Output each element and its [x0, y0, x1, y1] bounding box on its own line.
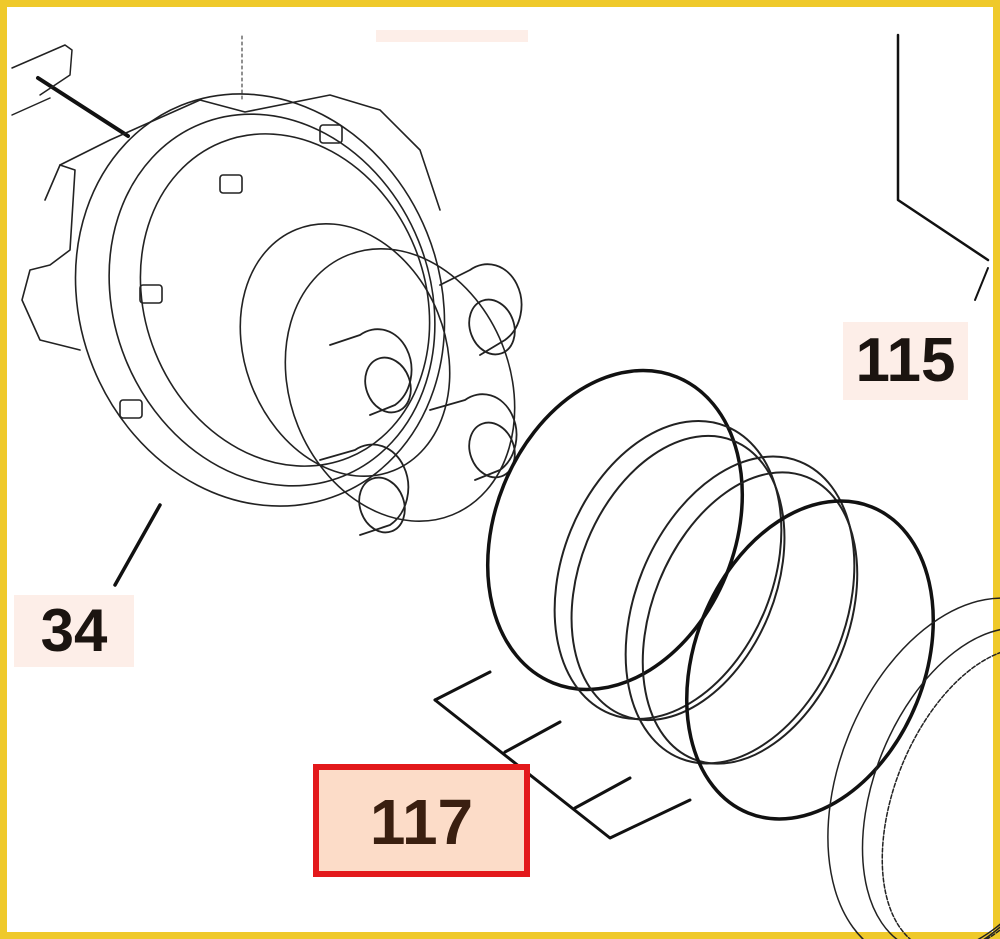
callout-117-highlighted[interactable]: 117 — [313, 764, 530, 877]
seal-rings — [485, 368, 935, 821]
callout-134-text: 34 — [40, 597, 108, 664]
callout-134[interactable]: 34 — [14, 595, 134, 667]
hub-assembly — [21, 93, 523, 536]
callout-117-text: 117 — [369, 786, 474, 858]
callout-115-text: 115 — [855, 326, 956, 395]
faded-callout-label — [376, 30, 528, 42]
callout-115[interactable]: 115 — [843, 322, 968, 400]
